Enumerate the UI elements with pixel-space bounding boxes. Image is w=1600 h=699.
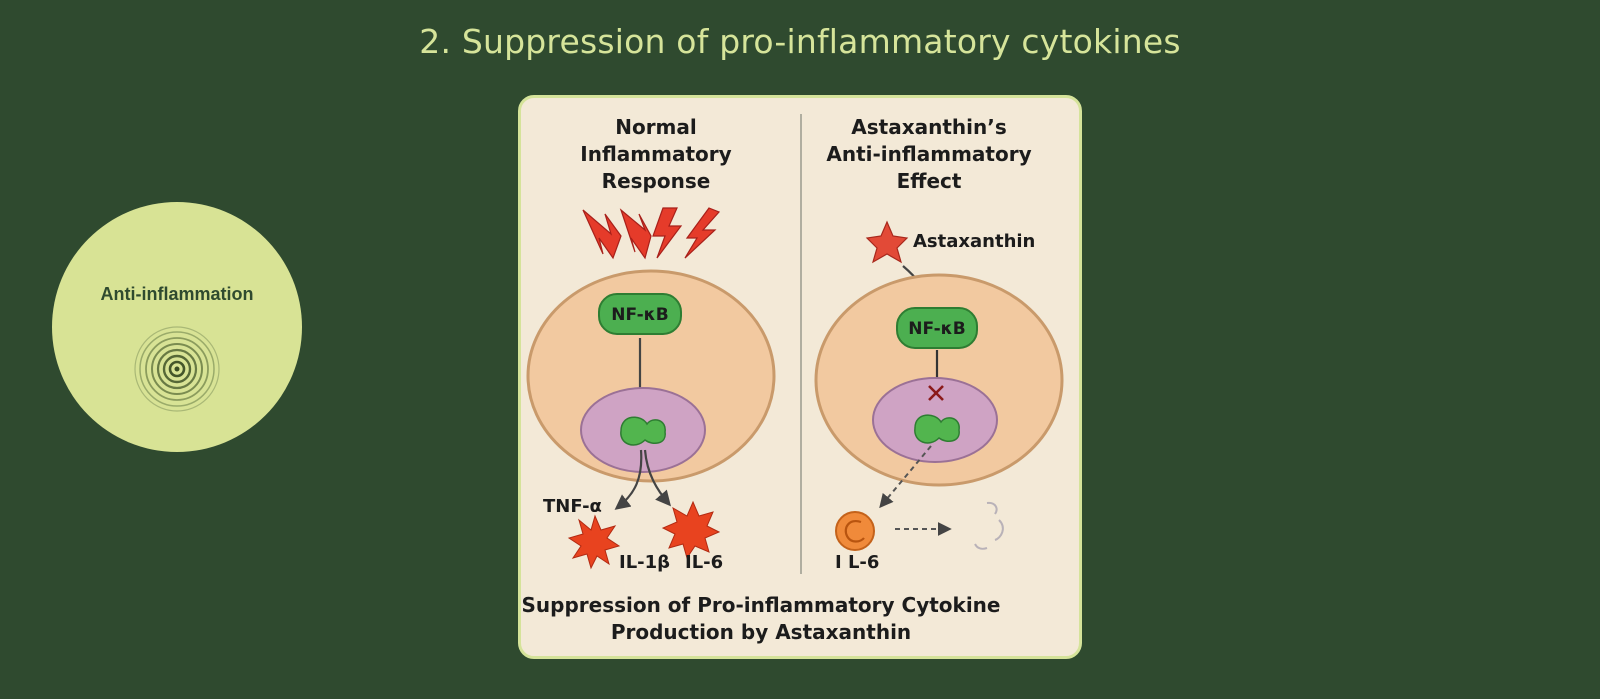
left-cytokine-arrow-1 — [614, 449, 643, 510]
cytokine-label-il6: IL-6 — [685, 552, 723, 573]
il6-suppressed-label: I L-6 — [835, 552, 879, 573]
mechanism-diagram: Normal Inflammatory Response NF-κB TNF-α… — [521, 114, 1064, 644]
slide-title: 2. Suppression of pro-inflammatory cytok… — [419, 22, 1181, 61]
figure-card: Normal Inflammatory Response NF-κB TNF-α… — [518, 95, 1082, 659]
inhibition-x-icon — [928, 385, 944, 401]
left-dna-icon — [620, 416, 666, 446]
cytokine-burst-icon — [567, 514, 621, 570]
caption-line-1: Suppression of Pro-inflammatory Cytokine — [521, 593, 1000, 617]
left-nfkb-box — [598, 293, 682, 335]
left-nfkb-label: NF-κB — [611, 305, 668, 325]
concentric-circles-icon — [134, 326, 220, 412]
astaxanthin-label: Astaxanthin — [913, 231, 1035, 252]
left-heading-line-3: Response — [602, 169, 711, 193]
il6-suppressed-icon — [835, 511, 875, 551]
caption-line-2: Production by Astaxanthin — [611, 620, 911, 644]
cytokine-burst-icon — [661, 500, 721, 560]
astaxanthin-star-icon — [865, 220, 909, 264]
right-heading-line-1: Astaxanthin’s — [851, 115, 1006, 139]
left-heading-line-1: Normal — [615, 115, 697, 139]
cytokine-label-il1b: IL-1β — [619, 552, 670, 573]
right-nfkb-label: NF-κB — [908, 319, 965, 339]
right-heading-line-3: Effect — [897, 169, 962, 193]
right-heading-line-2: Anti-inflammatory — [826, 142, 1031, 166]
cytokine-label-tnf: TNF-α — [543, 496, 602, 517]
left-cytokine-arrow-2 — [643, 449, 672, 507]
faded-cytokine-icon — [974, 501, 1004, 550]
lightning-icon — [582, 207, 721, 260]
left-heading-line-2: Inflammatory — [580, 142, 731, 166]
right-suppressed-arrow — [879, 445, 932, 509]
topic-circle: Anti-inflammation — [52, 202, 302, 452]
right-dna-icon — [914, 414, 960, 444]
right-nfkb-box — [896, 307, 978, 349]
topic-label: Anti-inflammation — [100, 284, 254, 304]
